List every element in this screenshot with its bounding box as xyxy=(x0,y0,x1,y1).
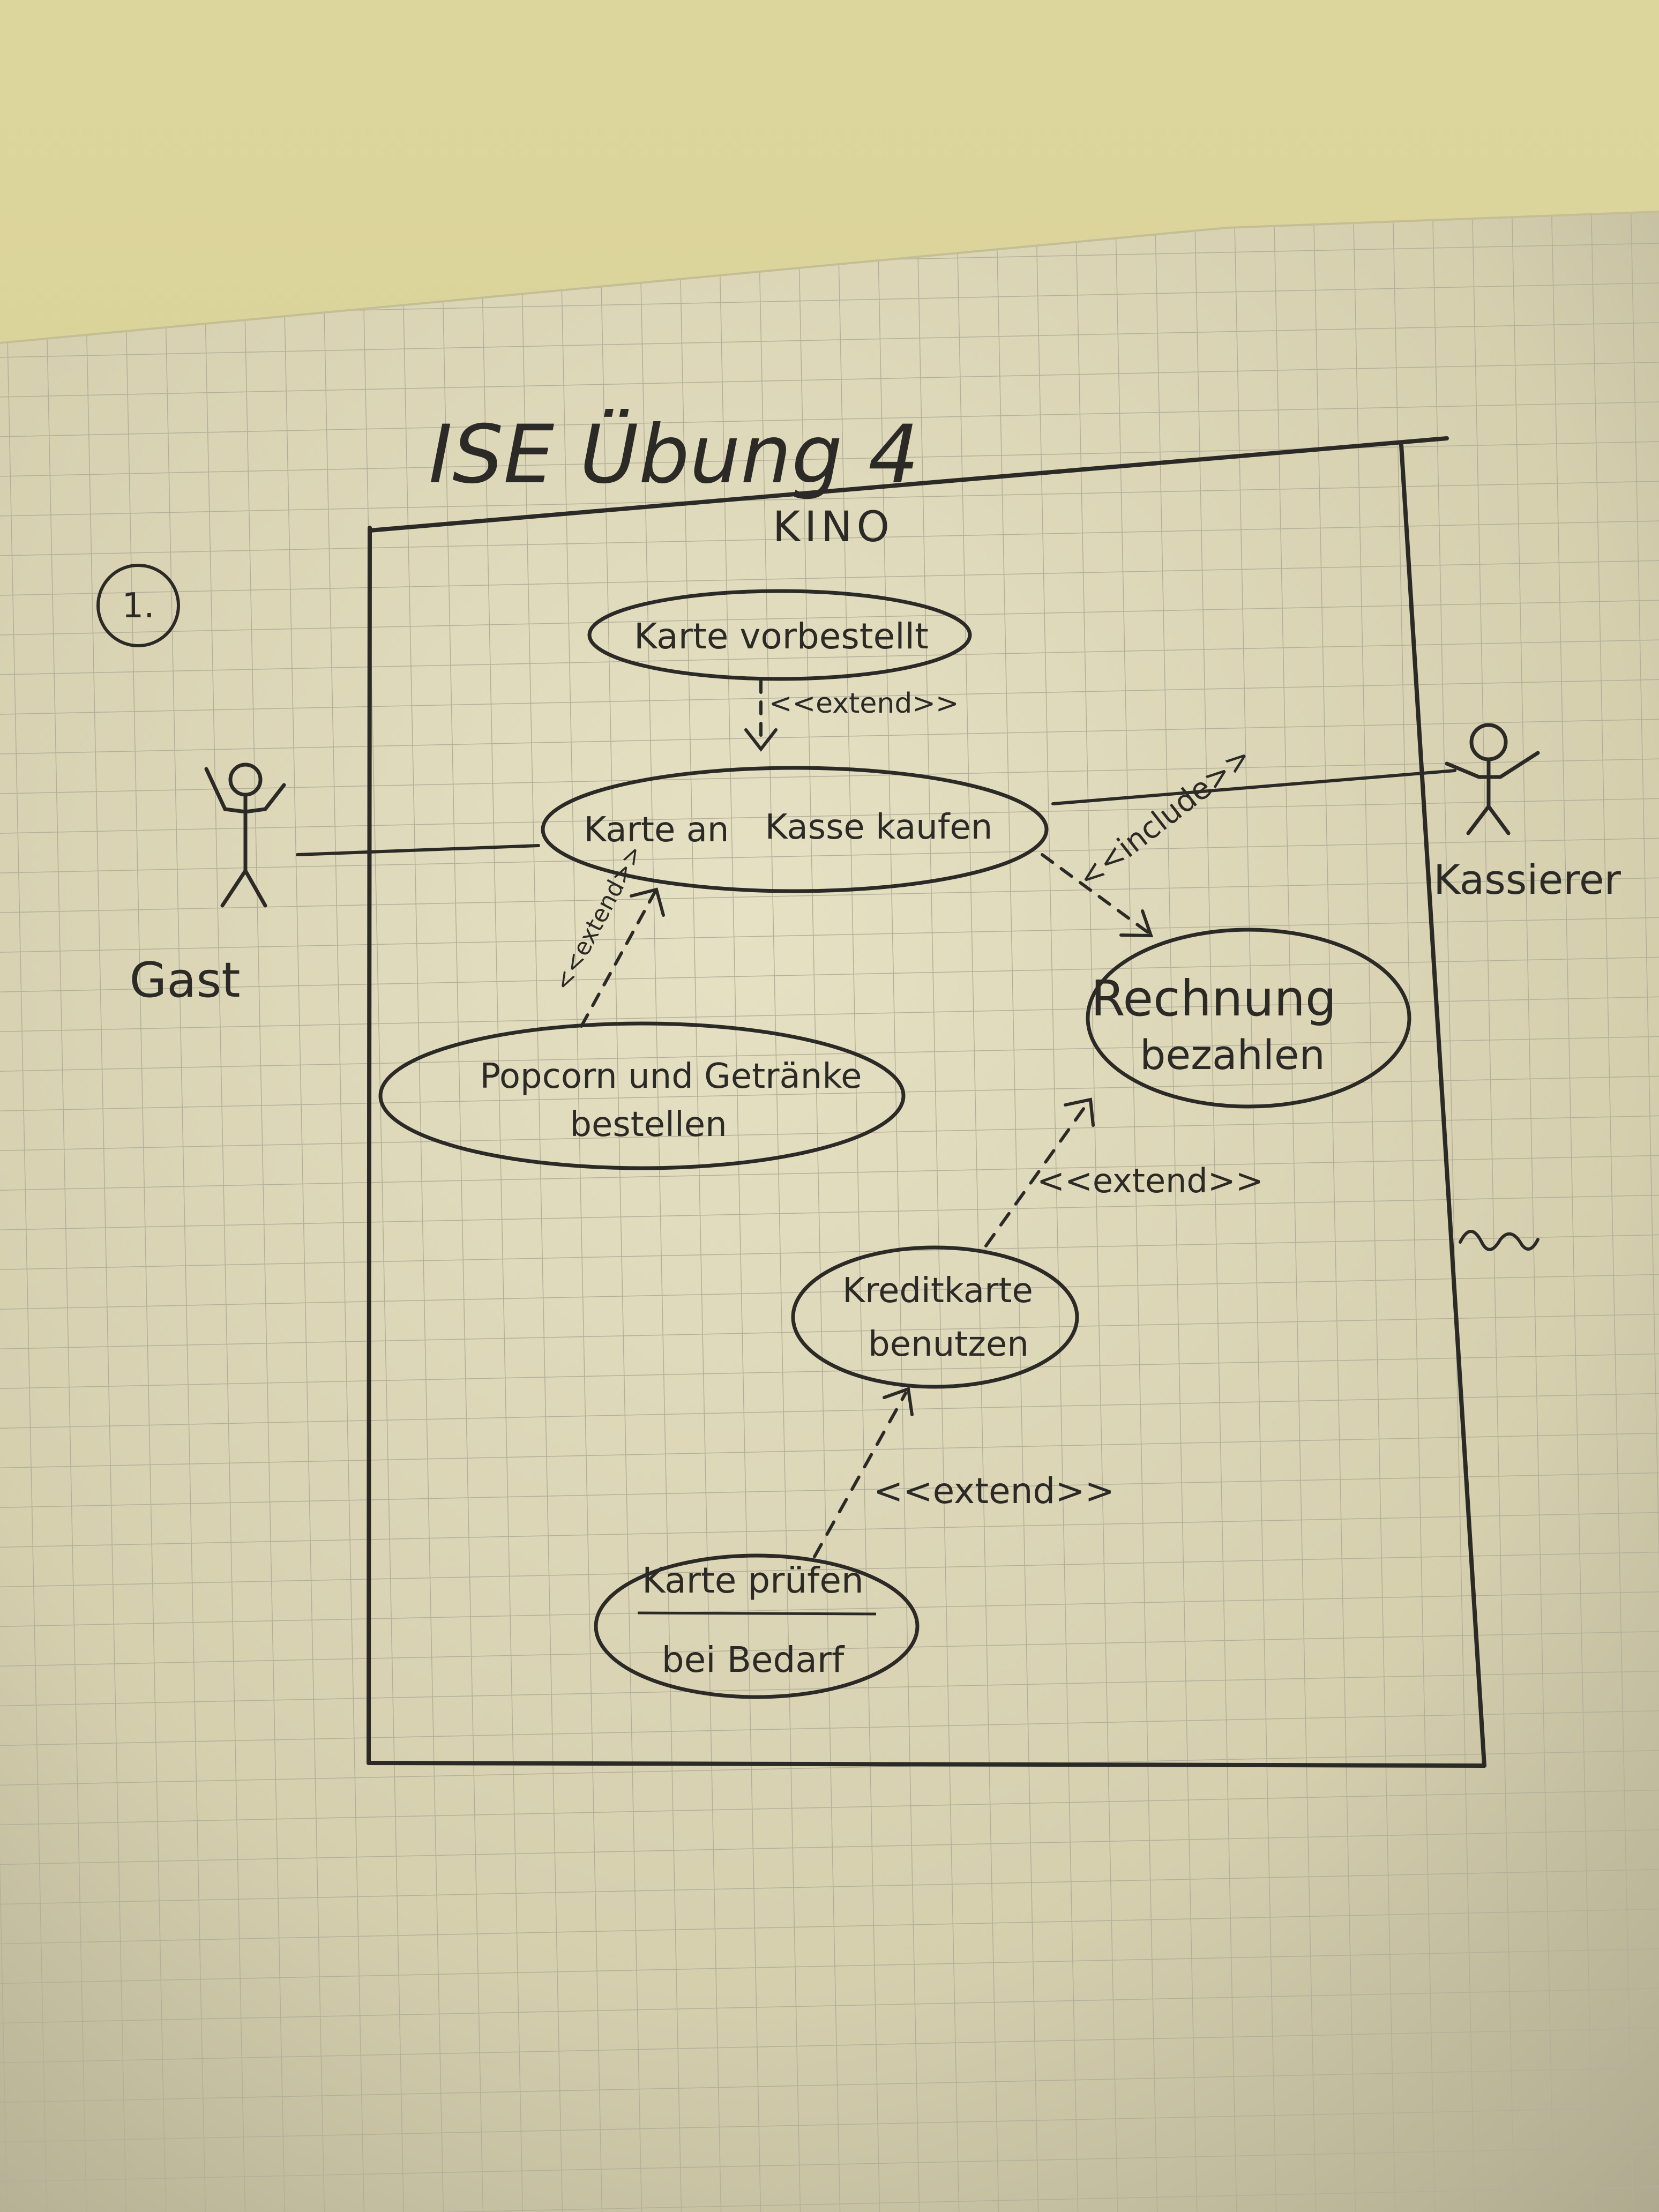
page-title: ISE Übung 4 xyxy=(429,408,919,502)
assoc-buy-cashier xyxy=(1051,769,1456,805)
usecase-buy xyxy=(541,766,1049,893)
usecase-buy-label-1: Karte an xyxy=(584,810,729,850)
exercise-number-label: 1. xyxy=(122,586,154,626)
usecase-check xyxy=(594,1553,920,1699)
usecase-credit xyxy=(791,1245,1079,1389)
arrow-extend-credit-head xyxy=(1064,1097,1095,1127)
usecase-reserve xyxy=(587,589,972,681)
arrow-extend-check xyxy=(813,1392,907,1558)
usecase-pay xyxy=(1086,928,1411,1109)
associations xyxy=(296,769,1456,856)
arrow-extend-reserve-head xyxy=(744,728,778,752)
usecase-popcorn-label-1: Popcorn und Getränke xyxy=(480,1057,862,1096)
usecase-pay-label-1: Rechnung xyxy=(1091,970,1337,1027)
relationship-arrows xyxy=(580,679,1154,1558)
label-extend-credit: <<extend>> xyxy=(1037,1161,1264,1200)
usecase-reserve-label: Karte vorbestellt xyxy=(634,616,929,657)
usecase-credit-label-1: Kreditkarte xyxy=(842,1271,1033,1311)
scribble-mark xyxy=(1459,1230,1540,1251)
actor-cashier xyxy=(1445,723,1540,835)
usecase-credit-label-2: benutzen xyxy=(868,1325,1029,1364)
paper-sheet xyxy=(0,211,1659,2212)
exercise-number: 1. xyxy=(96,564,180,647)
arrow-extend-credit xyxy=(984,1101,1089,1247)
arrow-include xyxy=(1041,853,1151,935)
assoc-guest-buy xyxy=(296,844,540,856)
label-extend-reserve: <<extend>> xyxy=(769,687,959,720)
usecase-check-label-2: bei Bedarf xyxy=(662,1639,845,1680)
usecase-check-label-1: Karte prüfen xyxy=(642,1560,864,1601)
label-extend-check: <<extend>> xyxy=(873,1470,1115,1512)
usecase-check-divider xyxy=(637,1611,877,1616)
actor-cashier-label: Kassierer xyxy=(1433,856,1621,903)
usecase-buy-label-2: Kasse kaufen xyxy=(765,808,993,847)
arrow-extend-popcorn-head xyxy=(630,887,665,917)
arrow-include-head xyxy=(1119,909,1154,938)
system-name: KINO xyxy=(773,503,894,551)
actor-guest xyxy=(204,763,286,908)
arrow-extend-check-head xyxy=(883,1386,914,1416)
usecase-pay-label-2: bezahlen xyxy=(1140,1031,1325,1079)
usecase-popcorn-label-2: bestellen xyxy=(570,1105,727,1145)
usecase-popcorn xyxy=(378,1021,906,1170)
arrow-extend-popcorn xyxy=(580,891,656,1028)
system-boundary xyxy=(367,436,1486,1768)
actor-guest-label: Gast xyxy=(129,952,240,1008)
